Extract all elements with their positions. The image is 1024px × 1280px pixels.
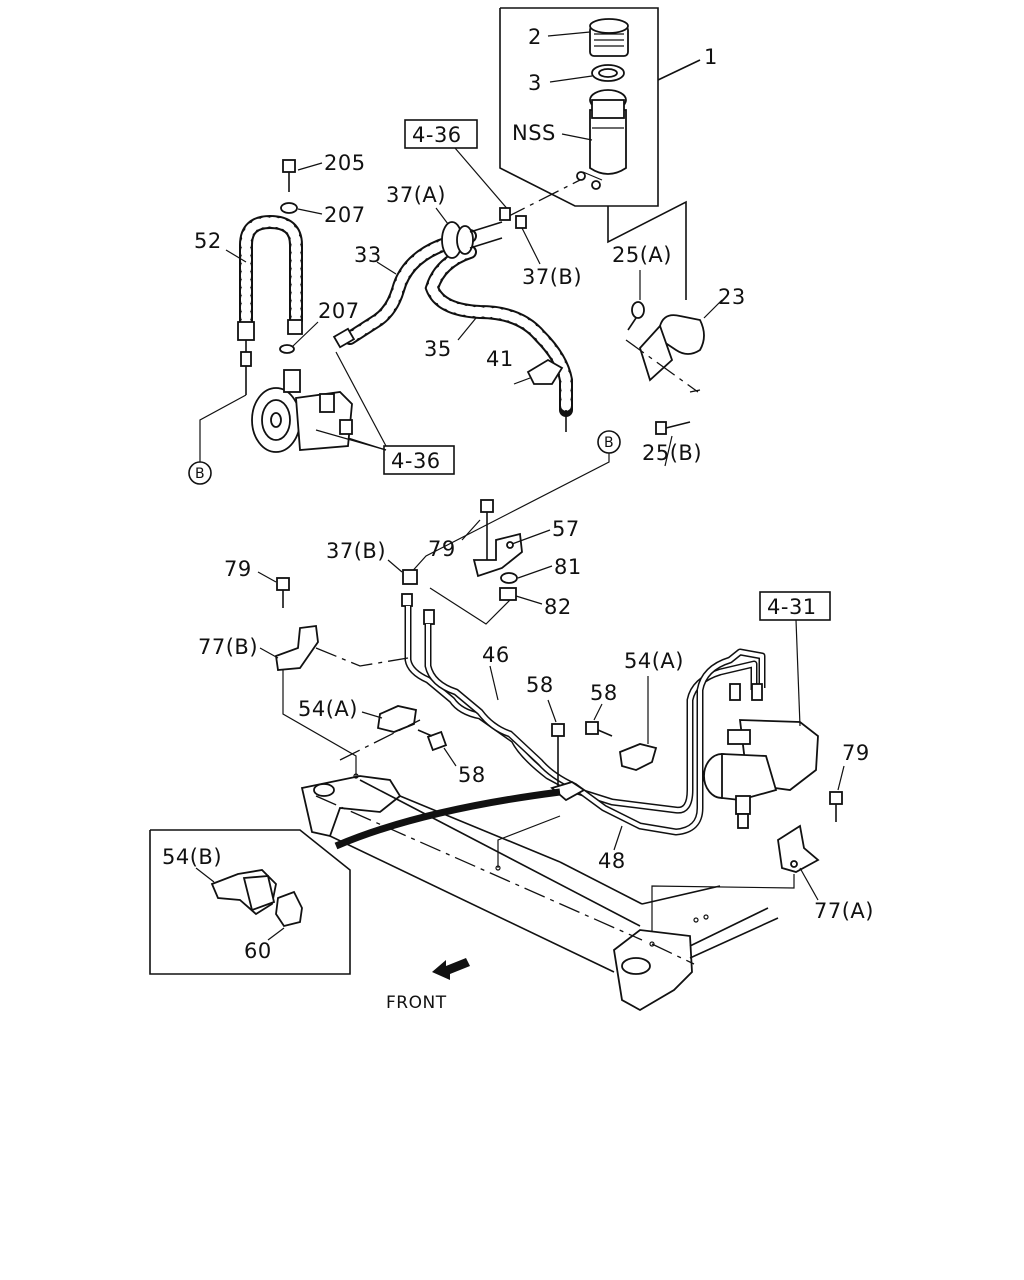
reference-box-4-31[interactable] [759, 591, 831, 621]
front-direction-arrow [432, 958, 470, 980]
pressure-pipe-46 [404, 606, 758, 814]
nut-82 [499, 587, 543, 605]
label-3: 3 [528, 71, 542, 95]
label-2: 2 [528, 25, 542, 49]
detail-inset-54b [149, 829, 351, 975]
label-circle-b-right: B [604, 435, 614, 451]
hose-33 [332, 229, 477, 349]
label-54a-right: 54(A) [624, 649, 684, 673]
label-79-middle: 79 [428, 537, 456, 561]
label-23: 23 [718, 285, 746, 309]
pipe-clamp-54a-left [361, 705, 418, 733]
bracket-77a [651, 824, 820, 944]
label-57: 57 [552, 517, 580, 541]
label-1: 1 [704, 45, 718, 69]
label-35: 35 [424, 337, 452, 361]
label-54a-left: 54(A) [298, 697, 358, 721]
hose-35 [424, 245, 573, 432]
inset-leader-arc [334, 788, 561, 850]
reference-circle-b-right [407, 430, 621, 577]
label-79-right: 79 [842, 741, 870, 765]
label-46: 46 [482, 643, 510, 667]
bolt-79-middle [461, 499, 494, 560]
hose-clamp-41 [513, 358, 564, 385]
label-48: 48 [598, 849, 626, 873]
callout-labels: 1 2 3 NSS 205 207 52 207 4-36 4-36 4-31 … [162, 25, 874, 1013]
reference-box-4-36-lower[interactable] [335, 351, 455, 475]
label-60: 60 [244, 939, 272, 963]
label-77b: 77(B) [198, 635, 258, 659]
reservoir-tank [576, 89, 627, 190]
label-25a: 25(A) [612, 243, 672, 267]
bolt-58-right [585, 703, 613, 737]
label-58-right: 58 [590, 681, 618, 705]
bolt-58-middle [547, 699, 565, 786]
label-58-middle: 58 [526, 673, 554, 697]
return-pipe-48 [424, 624, 766, 851]
frame-crossmember [300, 719, 779, 1012]
reservoir-bracket-23 [607, 200, 723, 467]
label-205: 205 [324, 151, 366, 175]
hose-clamp-37a [435, 207, 503, 259]
reservoir-group [499, 7, 701, 207]
hose-clamp-37b-middle [387, 559, 418, 585]
label-circle-b-left: B [195, 466, 205, 482]
label-79-left: 79 [224, 557, 252, 581]
label-58-left: 58 [458, 763, 486, 787]
label-207-top: 207 [324, 203, 366, 227]
power-steering-pump [251, 369, 387, 453]
steering-gear-box [703, 619, 819, 829]
reservoir-cap [589, 18, 629, 57]
label-4-31: 4-31 [767, 595, 817, 619]
label-37b-top: 37(B) [522, 265, 582, 289]
reservoir-seal [591, 64, 625, 82]
label-82: 82 [544, 595, 572, 619]
label-52: 52 [194, 229, 222, 253]
label-77a: 77(A) [814, 899, 874, 923]
label-207-lower: 207 [318, 299, 360, 323]
bolt-58-left [417, 729, 457, 767]
label-25b: 25(B) [642, 441, 702, 465]
hose-clamp-37b-top [499, 207, 541, 265]
label-41: 41 [486, 347, 514, 371]
label-nss: NSS [512, 121, 556, 145]
label-54b: 54(B) [162, 845, 222, 869]
label-37a: 37(A) [386, 183, 446, 207]
bracket-57 [472, 529, 551, 578]
label-4-36-lower: 4-36 [391, 449, 441, 473]
bracket-77b [259, 624, 409, 778]
washer-81 [500, 565, 553, 584]
hose-52-assembly [199, 159, 323, 462]
label-81: 81 [554, 555, 582, 579]
label-front: FRONT [386, 993, 447, 1013]
bolt-79-right [829, 765, 845, 822]
label-4-36-top: 4-36 [412, 123, 462, 147]
label-37b-middle: 37(B) [326, 539, 386, 563]
reference-circle-b-left [188, 461, 212, 485]
bolt-79-left [257, 571, 290, 608]
reference-box-4-36-top[interactable] [404, 119, 511, 213]
pipe-clamp-54a-right [619, 676, 658, 771]
label-33: 33 [354, 243, 382, 267]
